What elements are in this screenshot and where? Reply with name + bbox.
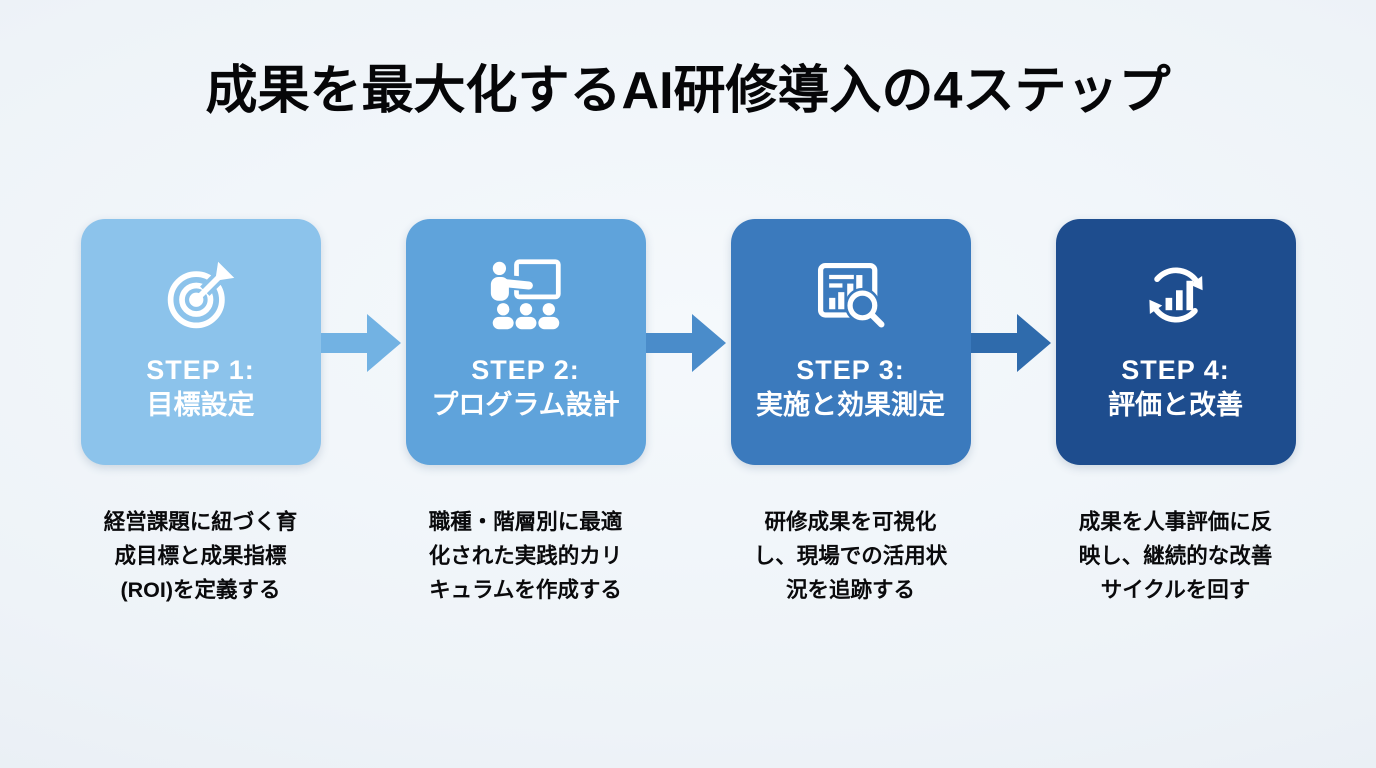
step-title: 評価と改善 bbox=[1108, 390, 1243, 420]
step-description-1: 経営課題に紐づく育 成目標と成果指標 (ROI)を定義する bbox=[104, 505, 298, 607]
report-analysis-icon bbox=[813, 257, 889, 333]
target-arrow-icon bbox=[163, 257, 239, 333]
training-presentation-icon bbox=[488, 257, 564, 333]
description-line: サイクルを回す bbox=[1100, 578, 1251, 602]
description-line: 成果を人事評価に反 bbox=[1078, 510, 1273, 534]
flow-arrow-1 bbox=[320, 219, 406, 465]
description-line: し、現場での活用状 bbox=[753, 544, 948, 568]
description-line: 研修成果を可視化 bbox=[764, 510, 937, 534]
description-line: (ROI)を定義する bbox=[120, 578, 281, 602]
description-line: 成目標と成果指標 bbox=[114, 544, 287, 568]
right-arrow-icon bbox=[320, 314, 401, 372]
description-line: キュラムを作成する bbox=[429, 578, 622, 602]
step-title: 実施と効果測定 bbox=[756, 390, 945, 420]
step-label: STEP 2: bbox=[471, 355, 580, 385]
description-line: 職種・階層別に最適 bbox=[428, 510, 623, 534]
step-title: 目標設定 bbox=[146, 390, 255, 420]
step-description-3: 研修成果を可視化 し、現場での活用状 況を追跡する bbox=[754, 505, 948, 607]
step-column-3: STEP 3: 実施と効果測定 研修成果を可視化 し、現場での活用状 況を追跡す… bbox=[730, 219, 971, 607]
step-label: STEP 4: bbox=[1121, 355, 1230, 385]
description-line: 映し、継続的な改善 bbox=[1078, 544, 1273, 568]
step-card-2: STEP 2: プログラム設計 bbox=[405, 219, 646, 465]
step-title: プログラム設計 bbox=[431, 390, 620, 420]
right-arrow-icon bbox=[645, 314, 726, 372]
step-column-4: STEP 4: 評価と改善 成果を人事評価に反 映し、継続的な改善 サイクルを回… bbox=[1055, 219, 1296, 607]
step-card-1: STEP 1: 目標設定 bbox=[80, 219, 321, 465]
description-line: 経営課題に紐づく育 bbox=[103, 510, 298, 534]
step-column-2: STEP 2: プログラム設計 職種・階層別に最適 化された実践的カリ キュラム… bbox=[405, 219, 646, 607]
right-arrow-icon bbox=[970, 314, 1051, 372]
page-title: 成果を最大化するAI研修導入の4ステップ bbox=[205, 62, 1171, 120]
description-line: 況を追跡する bbox=[785, 578, 915, 602]
step-flow: STEP 1: 目標設定 経営課題に紐づく育 成目標と成果指標 (ROI)を定義… bbox=[0, 219, 1376, 607]
flow-arrow-2 bbox=[645, 219, 731, 465]
step-card-4: STEP 4: 評価と改善 bbox=[1055, 219, 1296, 465]
flow-arrow-3 bbox=[970, 219, 1056, 465]
step-description-4: 成果を人事評価に反 映し、継続的な改善 サイクルを回す bbox=[1079, 505, 1273, 607]
step-description-2: 職種・階層別に最適 化された実践的カリ キュラムを作成する bbox=[429, 505, 623, 607]
improvement-cycle-icon bbox=[1138, 257, 1214, 333]
step-card-3: STEP 3: 実施と効果測定 bbox=[730, 219, 971, 465]
step-label: STEP 3: bbox=[796, 355, 905, 385]
description-line: 化された実践的カリ bbox=[428, 544, 623, 568]
step-column-1: STEP 1: 目標設定 経営課題に紐づく育 成目標と成果指標 (ROI)を定義… bbox=[80, 219, 321, 607]
step-label: STEP 1: bbox=[146, 355, 255, 385]
